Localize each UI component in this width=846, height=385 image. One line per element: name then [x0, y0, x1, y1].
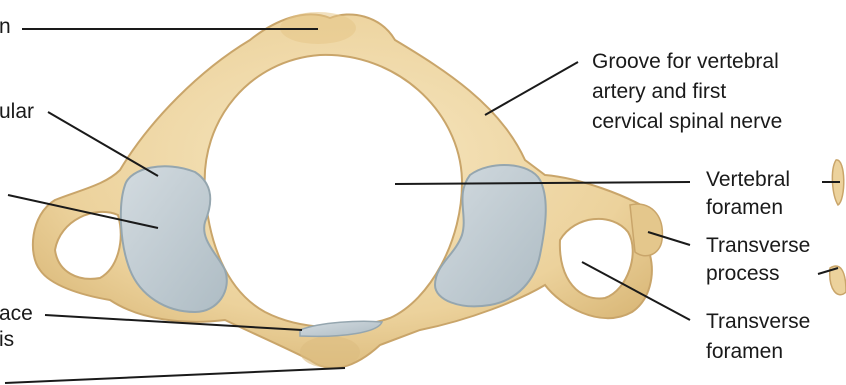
- label-transverse-process-line-2: process: [706, 262, 780, 286]
- label-transverse-foramen-line-2: foramen: [706, 340, 783, 364]
- leader-groove-vertebral-artery: [485, 62, 578, 115]
- label-superior-articular-fragment: ular: [0, 100, 34, 124]
- label-posterior-tubercle-fragment: n: [0, 15, 11, 39]
- label-groove-line-2: artery and first: [592, 80, 726, 104]
- leader-anterior-tubercle: [5, 368, 345, 383]
- label-groove-line-1: Groove for vertebral: [592, 50, 779, 74]
- label-surface-fragment-2: is: [0, 328, 14, 352]
- label-transverse-foramen-line-1: Transverse: [706, 310, 810, 334]
- label-transverse-process-line-1: Transverse: [706, 234, 810, 258]
- label-vertebral-foramen-line-2: foramen: [706, 196, 783, 220]
- vertebral-foramen-hole: [205, 55, 462, 327]
- anterior-tubercle: [300, 336, 360, 368]
- label-vertebral-foramen-line-1: Vertebral: [706, 168, 790, 192]
- label-groove-line-3: cervical spinal nerve: [592, 110, 782, 134]
- right-transverse-process-tip: [630, 204, 662, 256]
- label-surface-fragment-1: ace: [0, 302, 33, 326]
